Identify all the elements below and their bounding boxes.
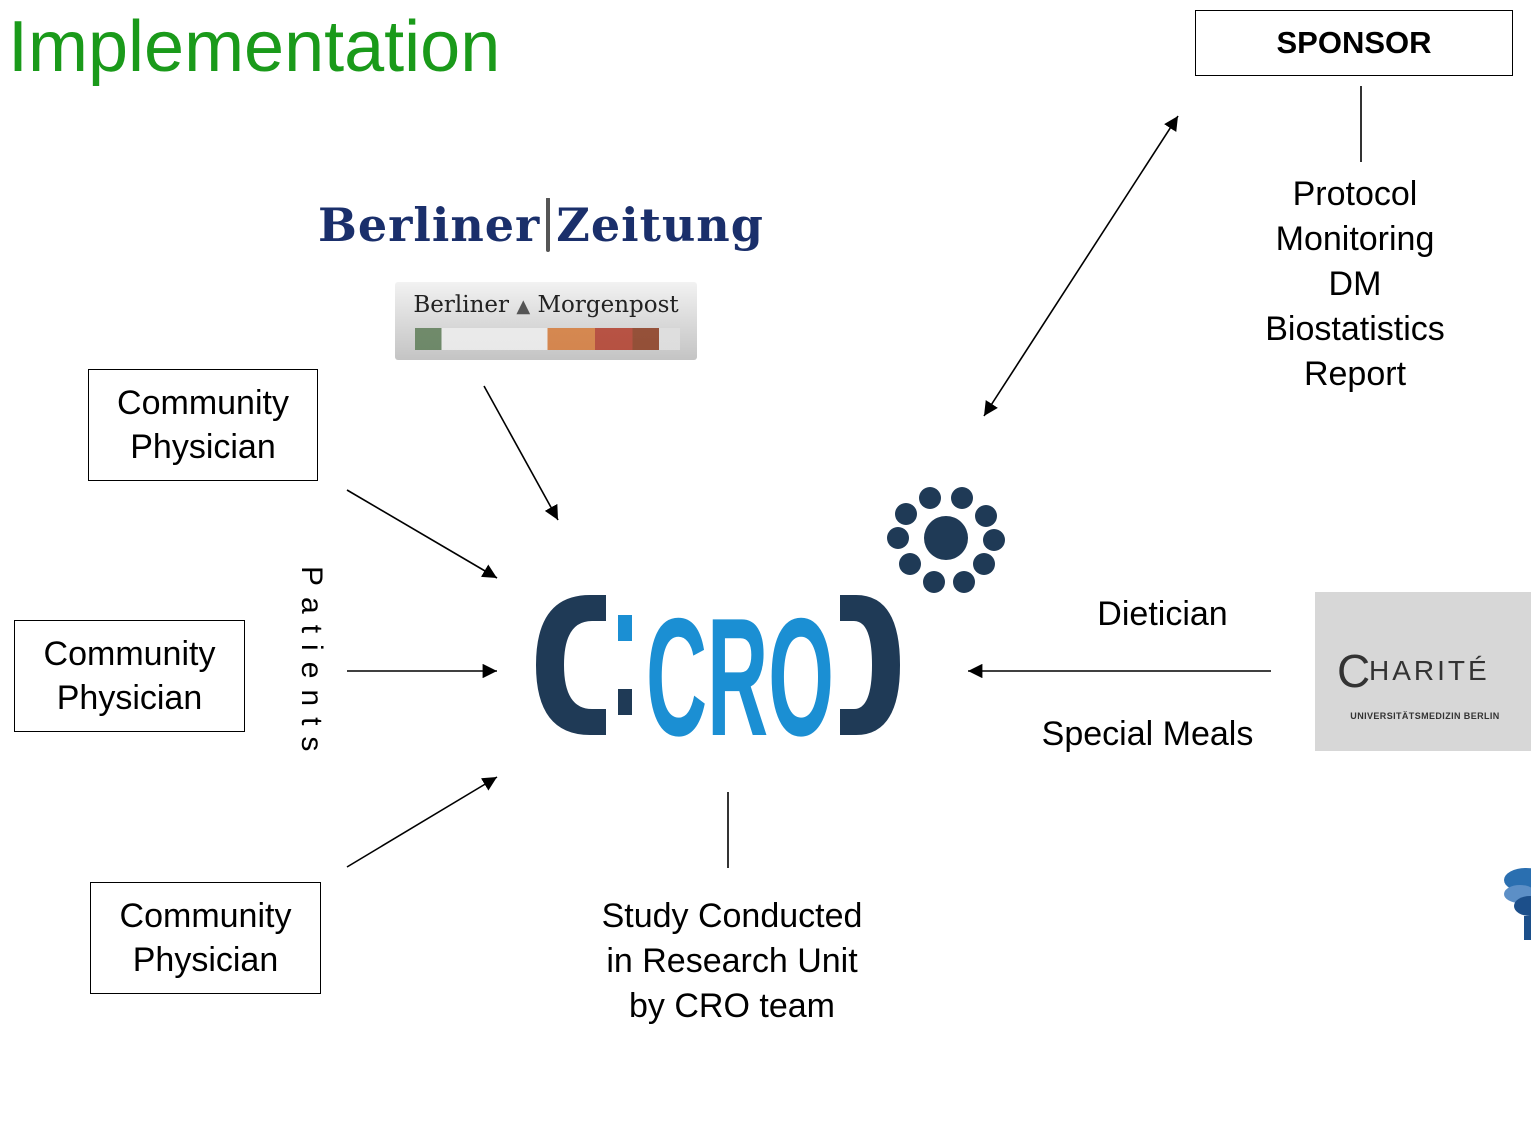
berliner-zeitung-logo: Berliner Zeitung	[318, 190, 763, 260]
charite-subtitle: UNIVERSITÄTSMEDIZIN BERLIN	[1350, 711, 1500, 721]
sponsor-cro-double-arrow	[983, 115, 1179, 417]
physician-1-line2: Physician	[130, 428, 276, 466]
task-protocol: Protocol	[1292, 175, 1418, 213]
bz-word1: Berliner	[318, 198, 541, 252]
physician-box-1: Community Physician	[88, 369, 318, 481]
berliner-morgenpost-logo: Berliner ▲ Morgenpost	[395, 282, 697, 360]
bm-name: Berliner ▲ Morgenpost	[395, 292, 697, 318]
partial-blue-logo	[1504, 868, 1531, 940]
dietician-label: Dietician	[1097, 595, 1228, 633]
charite-c: C	[1337, 645, 1374, 697]
study-conducted-text: Study Conducted in Research Unit by CRO …	[572, 894, 892, 1029]
physician-2-line2: Physician	[56, 679, 203, 717]
physician-3-line2: Physician	[132, 941, 279, 979]
study-line-3: by CRO team	[629, 987, 835, 1025]
bm-emblem-icon: ▲	[516, 296, 531, 317]
task-report: Report	[1303, 355, 1407, 393]
special-meals-label: Special Meals	[1041, 715, 1254, 753]
physician-3-line1: Community	[119, 897, 292, 935]
cro-right-bracket	[840, 595, 900, 735]
bm-word1: Berliner	[413, 292, 509, 318]
physician-2-line1: Community	[43, 635, 216, 673]
physician3-to-cro-arrow	[346, 776, 498, 868]
sponsor-tasks: Protocol Monitoring DM Biostatistics Rep…	[1235, 172, 1475, 397]
physician-box-2: Community Physician	[14, 620, 245, 732]
bz-word2: Zeitung	[556, 198, 764, 252]
flower-dots-logo	[887, 487, 1005, 593]
task-biostatistics: Biostatistics	[1265, 310, 1445, 348]
slide-title: Implementation	[8, 7, 501, 87]
newspaper-image-strip	[415, 328, 680, 350]
cro-letters: CRO	[646, 585, 834, 745]
charite-name: C HARITÉ	[1337, 648, 1490, 694]
cro-left-bracket	[536, 595, 606, 735]
newspaper-to-cro-arrow	[483, 385, 559, 521]
study-line-2: in Research Unit	[606, 942, 858, 980]
bm-word2: Morgenpost	[537, 292, 679, 318]
task-dm: DM	[1328, 265, 1382, 303]
cro-logo: CRO	[536, 585, 900, 745]
charite-rest: HARITÉ	[1369, 655, 1490, 686]
study-line-1: Study Conducted	[601, 897, 863, 935]
cro-colon-top	[618, 615, 632, 641]
physician-1-line1: Community	[117, 384, 289, 422]
charite-logo: C HARITÉ UNIVERSITÄTSMEDIZIN BERLIN	[1315, 592, 1531, 751]
task-monitoring: Monitoring	[1275, 220, 1435, 258]
physician-box-3: Community Physician	[90, 882, 321, 994]
cro-colon-bottom	[618, 689, 632, 715]
sponsor-label: SPONSOR	[1276, 25, 1432, 60]
physician1-to-cro-arrow	[346, 489, 498, 579]
berlin-bear-crest-icon	[546, 198, 551, 252]
patients-label: Patients	[295, 566, 328, 763]
sponsor-box: SPONSOR	[1195, 10, 1513, 76]
